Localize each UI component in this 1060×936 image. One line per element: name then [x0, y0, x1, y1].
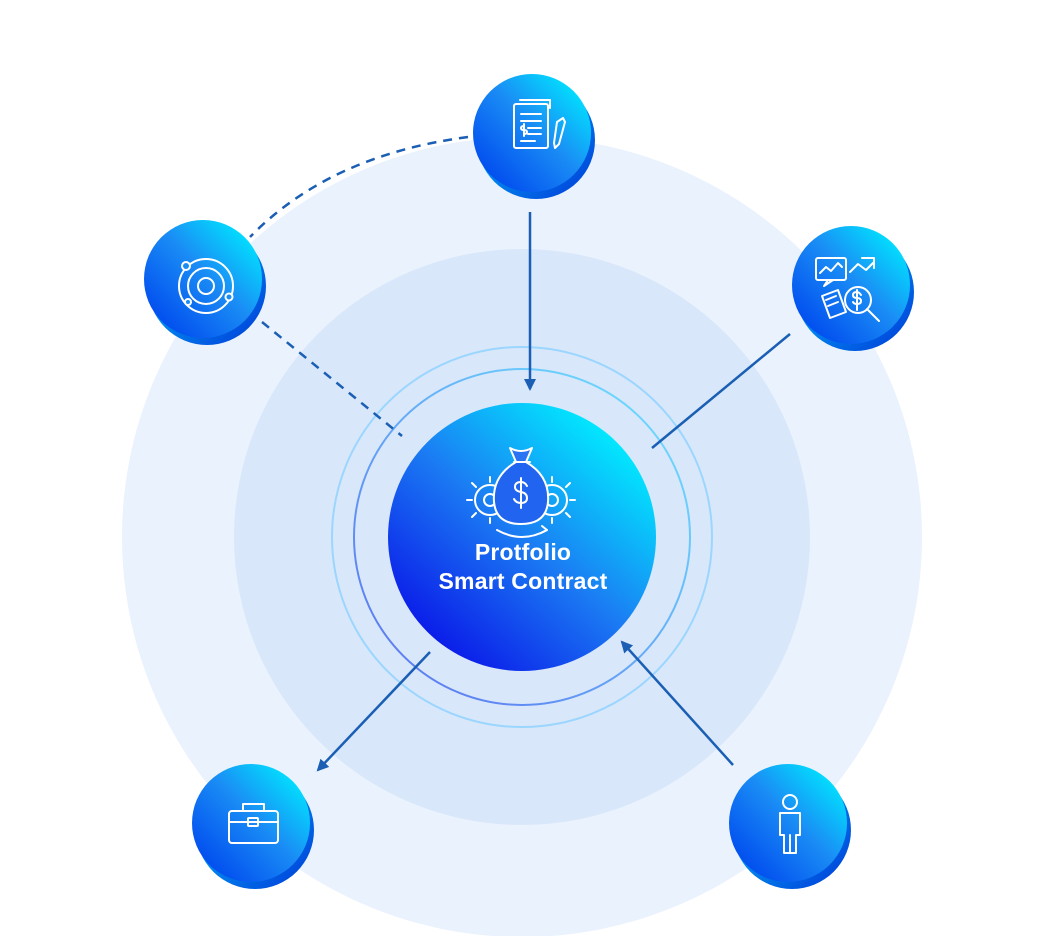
line-upper-right-to-center — [651, 333, 791, 449]
middle-ring — [353, 368, 691, 706]
center-title-line2: Smart Contract — [438, 568, 608, 594]
node-bottom-right[interactable] — [729, 764, 851, 889]
node-top[interactable] — [473, 74, 595, 199]
arrow-bottom-right-to-center — [620, 640, 734, 766]
orbit-target-icon — [178, 258, 234, 314]
dashed-connector-left-to-center — [261, 321, 403, 437]
analytics-magnifier-icon — [815, 257, 880, 322]
outer-ring — [331, 346, 713, 728]
briefcase-icon — [228, 803, 279, 844]
dashed-connector-top-to-left — [249, 135, 469, 238]
center-title-line1: Protfolio — [474, 539, 572, 565]
node-bottom-left[interactable] — [192, 764, 314, 889]
center-title: Protfolio Smart Contract — [388, 538, 658, 596]
user-icon — [779, 794, 801, 854]
arrow-center-to-bottom-left — [316, 651, 431, 772]
node-upper-left[interactable] — [144, 220, 266, 345]
money-bag-gears-icon — [466, 447, 576, 538]
center-node[interactable] — [388, 403, 656, 671]
document-contract-icon — [513, 99, 566, 149]
node-upper-right[interactable] — [792, 226, 914, 351]
